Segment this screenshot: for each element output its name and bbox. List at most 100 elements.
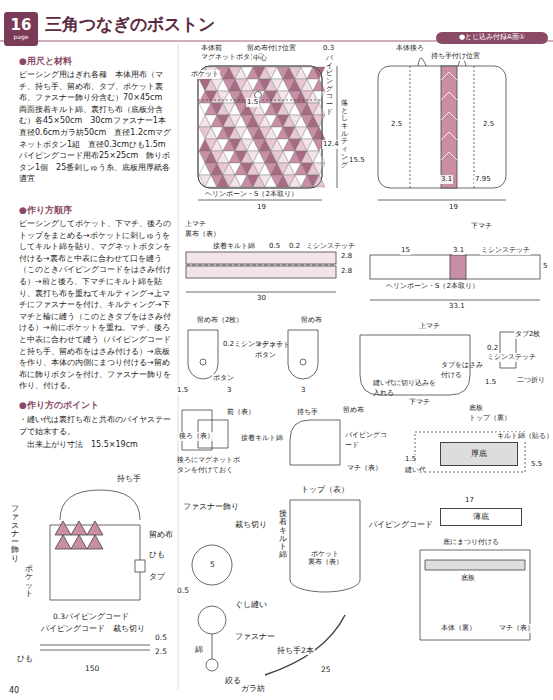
node-text: 裏布（表） [308, 559, 343, 567]
dimension-label: 12.4 [322, 140, 340, 149]
dimension-label: ボタン [212, 374, 235, 383]
dimension-label: 30 [256, 294, 267, 303]
triangle-patch [313, 67, 325, 79]
dimension-label: 留め布 [148, 530, 174, 539]
dimension-label: 下マチ [470, 222, 493, 231]
dimension-label: 持ち手 [296, 408, 319, 417]
dimension-label: 0.5 [268, 242, 281, 251]
dimension-label: 本体（裏） [440, 624, 477, 633]
dimension-label: 上マチ [184, 220, 207, 229]
dimension-label: ひも [148, 550, 166, 559]
dimension-label: 19 [256, 203, 267, 212]
instruction-text: 縫い代に切り込みを入れる [372, 378, 438, 398]
page-title: 三角つなぎのボストン [44, 14, 216, 35]
dimension-label: 中心 [252, 54, 268, 63]
triangle-patch [313, 175, 325, 187]
dimension-label: 持ち手付け位置 [430, 52, 481, 61]
dimension-label: 後ろ（表） [178, 432, 215, 441]
dimension-label: 留め布 [342, 406, 365, 415]
dimension-label: ヘリンボーン・S（2本取り） [385, 282, 480, 291]
dimension-label: 25 [320, 665, 332, 674]
dimension-label: 前（表） [226, 408, 256, 417]
dimension-label: 1.5 [484, 378, 497, 387]
dimension-label: タブ2枚 [514, 330, 541, 339]
dimension-label: 接着キルト綿 [212, 242, 256, 251]
triangle-patch [313, 163, 325, 175]
dimension-label: 0.2 [288, 242, 301, 251]
dimension-label: 下マチ [408, 398, 431, 407]
dimension-label: 0.3パイピングコード [52, 612, 130, 621]
instruction-text: タブをはさみ付ける [440, 360, 490, 380]
dimension-label: 15.5 [348, 156, 366, 165]
triangle-patch [313, 151, 325, 163]
dimension-label: 裁ち切り [234, 520, 268, 529]
dimension-label: 留め布 [300, 316, 323, 325]
dimension-label: 底板 [468, 404, 484, 413]
section-heading: ●用尺と材料 [18, 56, 73, 67]
triangle-patch [313, 79, 325, 91]
node-text: ●とじ込み付録A面① [459, 34, 525, 42]
dimension-label: 本体前 [200, 44, 223, 53]
section-heading: ●作り方のポイント [18, 400, 100, 411]
dimension-label: 持ち手 [116, 474, 142, 483]
dimension-label: キルト綿（貼る） [496, 432, 553, 441]
dimension-label: 2.5 [390, 120, 403, 129]
node-text: ポケット [311, 551, 339, 559]
dimension-label: パイピングコード [40, 624, 106, 633]
board-box: 薄底 [440, 508, 522, 526]
board-box: 厚底 [440, 442, 518, 466]
dimension-label: タブ [148, 572, 166, 581]
dimension-label: 裁ち切り [112, 624, 146, 633]
instruction-text: ・縫い代は裏打ち布と共布のバイヤステープで始末する。 [18, 414, 176, 437]
dimension-label: 縫い代 [404, 466, 427, 475]
dimension-label: 40 [8, 686, 20, 696]
dimension-label: ファスナー飾り [10, 505, 20, 563]
dimension-label: 33.1 [448, 302, 466, 311]
triangle-patch [313, 127, 325, 139]
node-text: 厚底 [471, 450, 487, 459]
dimension-label: 2.8 [340, 267, 353, 276]
dimension-label: 留め布（2枚） [196, 316, 244, 325]
dimension-label: 17 [464, 496, 475, 505]
dimension-label: 0.3 [322, 44, 335, 53]
instruction-text: パイピングコード [344, 430, 394, 450]
dimension-label: 綿 [194, 645, 204, 654]
dimension-label: パイピングコード [368, 520, 434, 529]
node-text: 16 [11, 17, 32, 34]
dimension-label: 1.5 [176, 386, 189, 395]
dimension-label: 裏布（表） [184, 230, 221, 239]
triangle-patch [313, 103, 325, 115]
dimension-label: 出来上がり寸法 15.5×19cm [26, 440, 139, 450]
dimension-label: ぐし縫い [234, 600, 268, 609]
dimension-label: 5.5 [530, 460, 543, 469]
dimension-label: パイピングコード [325, 55, 334, 117]
dimension-label: ファスナー飾り [182, 502, 240, 511]
dimension-label: 19 [448, 203, 459, 212]
dimension-label: 接着キルト綿 [278, 510, 288, 560]
pocket-lining: ポケット裏布（表） [300, 542, 350, 576]
dimension-label: 0.5 [154, 633, 168, 642]
dimension-label: 3.1 [440, 175, 453, 184]
dimension-label: ファスナー [234, 632, 276, 641]
dimension-label: 3 [300, 386, 306, 395]
node-text: 薄底 [473, 513, 489, 522]
dimension-label: 5 [542, 262, 548, 271]
section-heading: ●作り方順序 [18, 205, 73, 216]
instruction-text: ピーシングしてポケット、下マチ、後ろのトップをまとめる→ポケットに刺しゅうをして… [18, 218, 176, 392]
instruction-text: ピーシング用はぎれ各種 本体用布（マチ、持ち手、留め布、タブ、ポケット裏布、ファ… [18, 69, 176, 185]
dimension-label: 5 [209, 560, 216, 569]
dimension-label: トップ（裏） [468, 414, 512, 423]
dimension-label: マチ（表） [346, 464, 383, 473]
triangle-patch [313, 91, 325, 103]
dimension-label: 持ち手2本 [276, 646, 315, 655]
dimension-label: 2.5 [154, 647, 168, 656]
dimension-label: 底にまつり付ける [442, 538, 500, 547]
dimension-label: ひも [16, 654, 34, 663]
node-text: page [14, 34, 29, 41]
dimension-label: 底板 [460, 574, 476, 583]
dimension-label: 0.5 [176, 586, 190, 595]
dimension-label: ガラ紡 [240, 684, 266, 693]
dimension-label: 15 [400, 246, 411, 255]
dimension-label: 接着キルト綿 [240, 434, 284, 443]
dimension-label: ミシンステッチ [486, 353, 537, 362]
